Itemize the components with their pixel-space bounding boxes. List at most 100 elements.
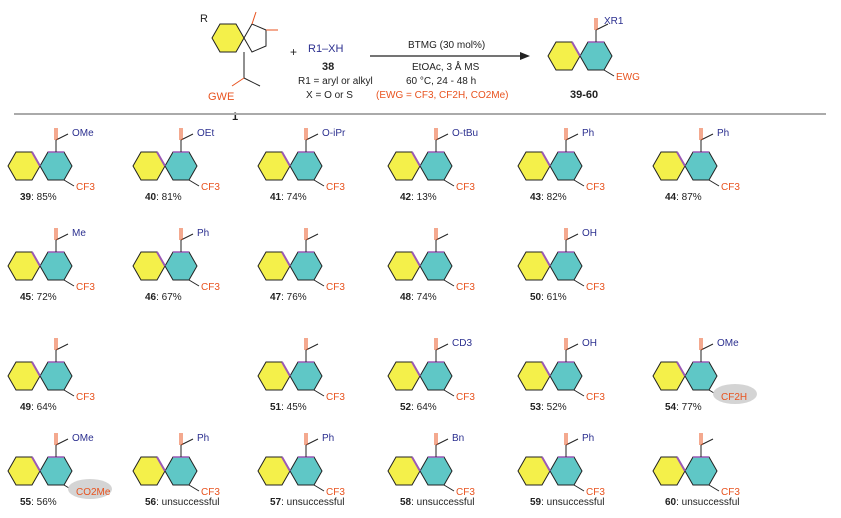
compound-number: 55: [20, 497, 32, 508]
r1-definition: R1 = aryl or alkyl: [298, 76, 373, 87]
compound-result: : 85%: [31, 192, 57, 203]
plus-sign: +: [290, 45, 297, 59]
compound-number: 48: [400, 292, 412, 303]
compound-label: 48: 74%: [400, 292, 437, 303]
substituent-label: O-iPr: [322, 128, 346, 139]
substituent-label: OMe: [72, 433, 94, 444]
compound-label: 40: 81%: [145, 192, 182, 203]
quinoline-core: [7, 337, 75, 397]
compound-number: 45: [20, 292, 32, 303]
compound-label: 56: unsuccessful: [145, 497, 220, 508]
compound-49: CF3 49: 64%: [7, 337, 95, 413]
substituent-label: Ph: [197, 228, 209, 239]
compound-label: 44: 87%: [665, 192, 702, 203]
substituent-label: CD3: [452, 338, 472, 349]
ewg-label: CO2Me: [76, 487, 111, 498]
ewg-label: CF3: [76, 392, 95, 403]
compound-number: 43: [530, 192, 542, 203]
compound-result: : 61%: [541, 292, 567, 303]
compound-label: 42: 13%: [400, 192, 437, 203]
compound-result: : 74%: [281, 192, 307, 203]
compound-label: 46: 67%: [145, 292, 182, 303]
ewg-label: CF3: [201, 487, 220, 498]
compound-result: : unsuccessful: [281, 497, 344, 508]
compound-number: 54: [665, 402, 677, 413]
substituent-label: Ph: [582, 433, 594, 444]
quinoline-core: [517, 127, 585, 187]
compound-result: : 56%: [31, 497, 57, 508]
compound-51: CF3 51: 45%: [257, 337, 345, 413]
compound-number: 49: [20, 402, 32, 413]
compound-label: 53: 52%: [530, 402, 567, 413]
compound-number: 58: [400, 497, 412, 508]
quinoline-core: [7, 127, 75, 187]
product-EWG: EWG: [616, 72, 640, 83]
quinoline-core: [387, 337, 455, 397]
compound-label: 39: 85%: [20, 192, 57, 203]
quinoline-core: [652, 432, 720, 492]
compound-number: 39: [20, 192, 32, 203]
substituent-label: Ph: [717, 128, 729, 139]
compound-label: 52: 64%: [400, 402, 437, 413]
compound-result: : 67%: [156, 292, 182, 303]
compound-result: : 13%: [411, 192, 437, 203]
compound-55: CO2Me OMe 55: 56%: [7, 432, 112, 508]
ewg-label: CF3: [721, 487, 740, 498]
compound-result: : 74%: [411, 292, 437, 303]
compound-label: 58: unsuccessful: [400, 497, 475, 508]
ewg-label: CF3: [721, 182, 740, 193]
compound-number: 42: [400, 192, 412, 203]
compound-number: 60: [665, 497, 677, 508]
compound-number: 53: [530, 402, 542, 413]
compound-result: : 76%: [281, 292, 307, 303]
ewg-label: CF3: [326, 182, 345, 193]
compound-number: 40: [145, 192, 157, 203]
quinoline-core: [517, 432, 585, 492]
compound-label: 50: 61%: [530, 292, 567, 303]
ewg-label: CF2H: [721, 392, 747, 403]
compound-number: 46: [145, 292, 157, 303]
product-label: 39-60: [570, 89, 598, 101]
compound-result: : 77%: [676, 402, 702, 413]
compound-label: 49: 64%: [20, 402, 57, 413]
compound-label: 57: unsuccessful: [270, 497, 345, 508]
substituent-label: Ph: [197, 433, 209, 444]
compound-result: : unsuccessful: [676, 497, 739, 508]
quinoline-core: [517, 227, 585, 287]
compound-result: : 82%: [541, 192, 567, 203]
compound-56: CF3 Ph 56: unsuccessful: [132, 432, 220, 508]
ewg-label: CF3: [326, 392, 345, 403]
reaction-arrow: [370, 52, 530, 60]
substituent-label: OH: [582, 228, 597, 239]
condition-temp: 60 °C, 24 - 48 h: [406, 76, 476, 87]
ewg-label: CF3: [76, 182, 95, 193]
compound-result: : 87%: [676, 192, 702, 203]
quinoline-core: [257, 432, 325, 492]
substituent-label: Me: [72, 228, 86, 239]
quinoline-core: [132, 227, 200, 287]
quinoline-core: [257, 337, 325, 397]
condition-ewg: (EWG = CF3, CF2H, CO2Me): [376, 90, 509, 101]
quinoline-core: [517, 337, 585, 397]
compound-label: 60: unsuccessful: [665, 497, 740, 508]
compound-number: 47: [270, 292, 282, 303]
compound-number: 57: [270, 497, 282, 508]
ewg-label: CF3: [456, 182, 475, 193]
compound-result: : 45%: [281, 402, 307, 413]
compound-number: 52: [400, 402, 412, 413]
compound-result: : unsuccessful: [541, 497, 604, 508]
ewg-highlight: [68, 479, 112, 499]
compound-label: 51: 45%: [270, 402, 307, 413]
x-definition: X = O or S: [306, 90, 353, 101]
quinoline-core: [387, 432, 455, 492]
